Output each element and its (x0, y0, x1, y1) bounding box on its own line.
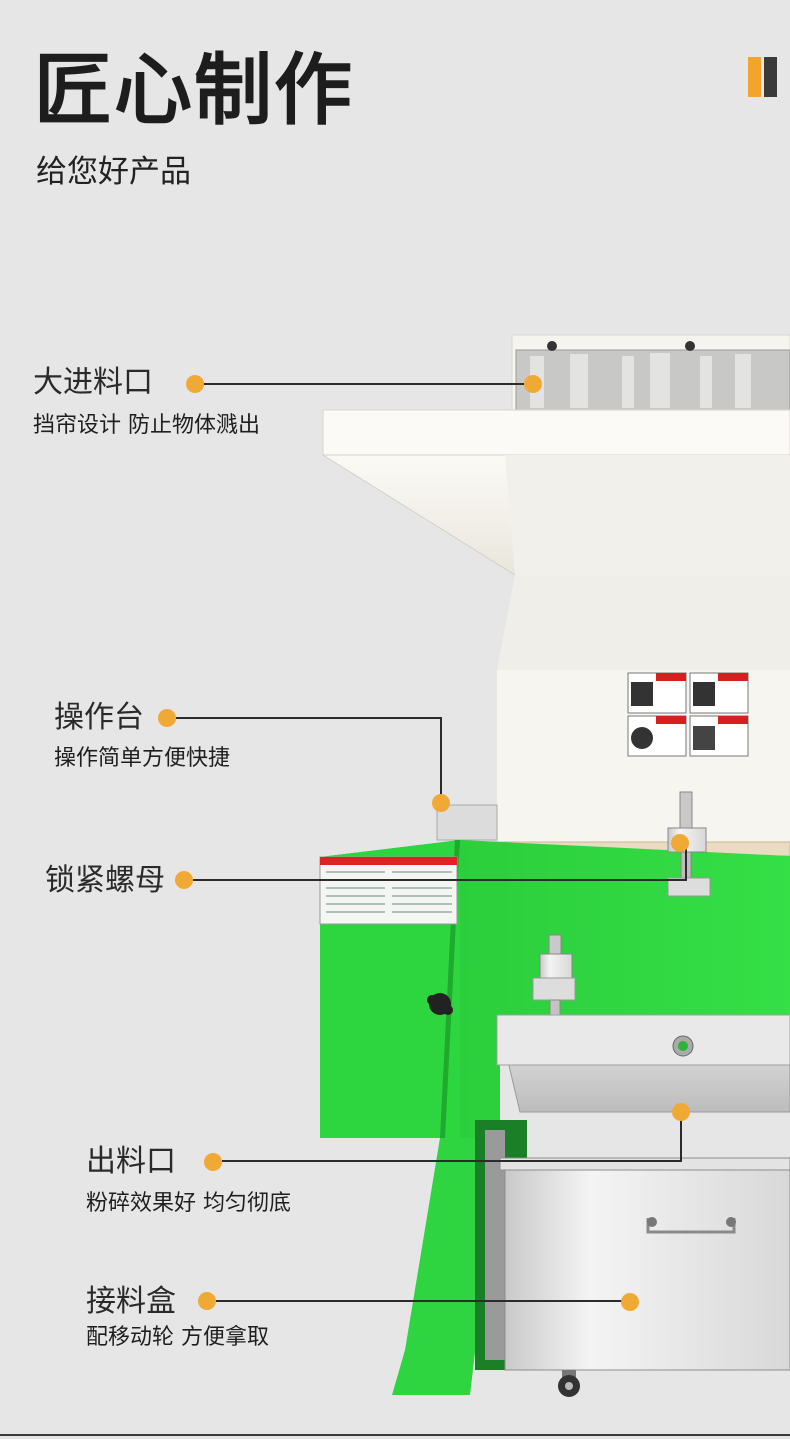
callout-feed-inlet-target-dot (524, 375, 542, 393)
callout-collection-bin-desc: 配移动轮 方便拿取 (86, 1325, 269, 1350)
callout-feed-inlet-dot (186, 375, 204, 393)
callout-feed-inlet-leader (204, 383, 526, 385)
callout-collection-bin-dot (198, 1292, 216, 1310)
callout-feed-inlet-title: 大进料口 (33, 365, 153, 400)
callout-control-panel-title: 操作台 (54, 700, 144, 735)
callout-lock-nut-dot (175, 871, 193, 889)
callout-outlet-target-dot (672, 1103, 690, 1121)
callout-outlet-dot (204, 1153, 222, 1171)
callout-control-panel-desc: 操作简单方便快捷 (54, 746, 231, 771)
callout-lock-nut-title: 锁紧螺母 (45, 863, 165, 898)
callout-lock-nut-target-dot (671, 834, 689, 852)
page-subtitle: 给您好产品 (36, 154, 191, 190)
callout-outlet-title: 出料口 (86, 1144, 176, 1179)
deco-bar-orange (748, 57, 761, 97)
callout-outlet-leader-h (222, 1160, 682, 1162)
deco-bar-dark (764, 57, 777, 97)
callout-collection-bin-title: 接料盒 (86, 1284, 176, 1319)
callout-control-panel-leader-h (176, 717, 442, 719)
page-title: 匠心制作 (34, 46, 355, 136)
callout-outlet-desc: 粉碎效果好 均匀彻底 (86, 1191, 291, 1216)
callout-control-panel-leader-v (440, 717, 442, 802)
bottom-divider (0, 1434, 790, 1436)
callout-lock-nut-leader-h (193, 879, 687, 881)
callout-feed-inlet-desc: 挡帘设计 防止物体溅出 (33, 413, 260, 438)
callout-outlet-leader-v (680, 1112, 682, 1162)
callout-collection-bin-leader (216, 1300, 626, 1302)
callout-lock-nut-leader-v (685, 845, 687, 881)
callout-control-panel-target-dot (432, 794, 450, 812)
callout-collection-bin-target-dot (621, 1293, 639, 1311)
callout-control-panel-dot (158, 709, 176, 727)
